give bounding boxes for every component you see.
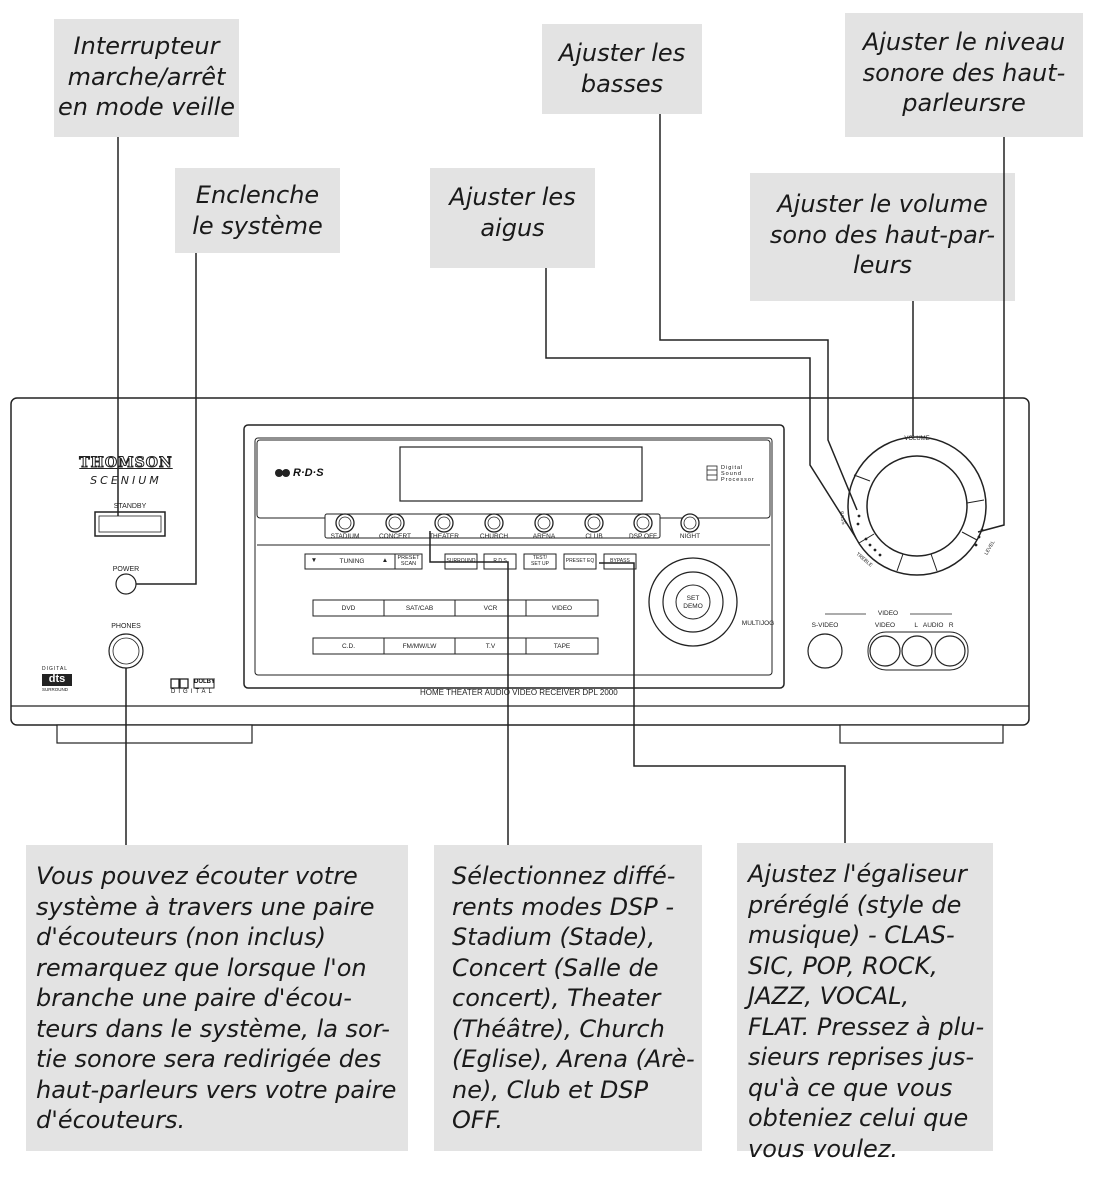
source-cd: C.D. [342, 643, 355, 650]
brand-logo: THOMSON [79, 455, 173, 472]
video-jack-label: VIDEO [874, 622, 896, 629]
callout-standby-text: Interrupteur marche/arrêt en mode veille [57, 32, 236, 121]
standby-button [94, 511, 166, 537]
phones-jack [108, 633, 144, 669]
callout-dsp: Sélectionnez diffé- rents modes DSP - St… [434, 845, 702, 1151]
model-text: HOME THEATER AUDIO VIDEO RECEIVER DPL 20… [420, 688, 618, 697]
source-tape: TAPE [553, 643, 571, 650]
dsp-label-stadium: STADIUM [330, 533, 360, 540]
night-label: NIGHT [679, 533, 701, 540]
dts-logo: dts [48, 673, 66, 685]
dsp-logo-line-2: Sound [721, 471, 742, 477]
power-label: POWER [112, 566, 140, 573]
callout-phones-text: Vous pouvez écouter votre système à trav… [36, 862, 397, 1134]
dsp-logo-icon [706, 465, 718, 481]
preset-eq-button [563, 553, 597, 570]
bypass-button [603, 553, 637, 570]
leader-preset-eq [599, 562, 846, 843]
callout-bass-text: Ajuster les basses [558, 39, 686, 98]
dsp-label-arena: ARENA [532, 533, 556, 540]
power-button [115, 573, 137, 595]
audio-label: L AUDIO R [914, 622, 954, 629]
leader-level [977, 137, 1005, 533]
rds-label: R.D.S [493, 558, 507, 564]
dsp-label-theater: THEATER [429, 533, 459, 540]
callout-speaker-level-text: Ajuster le niveau sonore des haut- parle… [862, 28, 1066, 117]
bypass-label: BYPASS [610, 558, 630, 564]
tuning-label: TUNING [339, 558, 365, 565]
dolby-logo: DOLBY [194, 679, 215, 685]
rds-logo-icon [275, 469, 290, 477]
test-setup-button [523, 553, 557, 570]
dts-logo-box [42, 674, 72, 686]
audio-right-jack [934, 635, 966, 667]
callout-volume-text: Ajuster le volume sono des haut-par- leu… [769, 190, 996, 279]
preset-eq-label: PRESET EQ [565, 558, 595, 564]
leader-power [136, 253, 197, 585]
volume-label: VOLUME [904, 436, 930, 442]
preset-scan-label: PRESET SCAN [397, 555, 420, 567]
standby-label: STANDBY [113, 503, 147, 510]
video-jack [869, 635, 901, 667]
dsp-buttons-group [335, 513, 653, 533]
callout-treble: Ajuster les aigus [430, 168, 595, 268]
multijog-label: MULTIJOG [741, 620, 775, 627]
leader-dsp [429, 531, 509, 845]
callout-dsp-text: Sélectionnez diffé- rents modes DSP - St… [452, 862, 695, 1134]
set-demo-label: SET DEMO [683, 595, 703, 610]
source-vcr: VCR [483, 605, 498, 612]
callout-bass: Ajuster les basses [542, 24, 702, 114]
callout-preset-eq-text: Ajustez l'égaliseur préréglé (style de m… [748, 860, 985, 1163]
leader-bass [659, 114, 858, 511]
right-foot [839, 724, 1004, 744]
source-sat-cab: SAT/CAB [405, 605, 434, 612]
tuning-up-icon: ▲ [381, 557, 389, 564]
callout-volume: Ajuster le volume sono des haut-par- leu… [750, 173, 1015, 301]
source-dvd: DVD [341, 605, 356, 612]
phones-label: PHONES [111, 623, 141, 630]
dolby-bottom-label: DIGITAL [171, 689, 215, 695]
leader-lines [117, 114, 1005, 845]
preset-scan-button [394, 553, 423, 570]
test-setup-label: TEST/ SET UP [531, 555, 549, 567]
tuning-down-icon: ▼ [310, 557, 318, 564]
surround-label: SURROUND [446, 558, 476, 564]
dsp-label-club: CLUB [585, 533, 603, 540]
dts-top-label: DIGITAL [42, 666, 69, 672]
callout-standby: Interrupteur marche/arrêt en mode veille [54, 19, 239, 137]
svideo-jack [807, 633, 843, 669]
display-screen [399, 446, 643, 502]
dsp-label-dspoff: DSP OFF [628, 533, 658, 540]
dts-bottom-label: SURROUND [42, 687, 69, 692]
callout-power: Enclenche le système [175, 168, 340, 253]
source-video: VIDEO [551, 605, 573, 612]
dsp-logo-line-3: Processor [721, 477, 755, 483]
set-demo-button [675, 584, 711, 620]
video-group-label: VIDEO [877, 610, 899, 617]
callout-treble-text: Ajuster les aigus [449, 183, 576, 242]
dsp-label-church: CHURCH [479, 533, 509, 540]
rds-logo: R·D·S [293, 467, 324, 479]
left-foot [56, 724, 253, 744]
dolby-logo-box [193, 678, 215, 689]
callout-speaker-level: Ajuster le niveau sonore des haut- parle… [845, 13, 1083, 137]
dolby-double-d-icon [170, 678, 189, 689]
svideo-label: S-VIDEO [811, 622, 839, 629]
callout-preset-eq: Ajustez l'égaliseur préréglé (style de m… [737, 843, 993, 1163]
leader-treble [545, 268, 857, 539]
source-fm-mw-lw: FM/MW/LW [402, 643, 437, 650]
dsp-logo-line-1: Digital [721, 465, 744, 471]
series-logo: SCENIUM [90, 474, 162, 487]
dsp-label-concert: CONCERT [378, 533, 412, 540]
volume-knob [866, 455, 968, 557]
audio-left-jack [901, 635, 933, 667]
callout-phones: Vous pouvez écouter votre système à trav… [26, 845, 408, 1151]
callout-power-text: Enclenche le système [192, 181, 323, 240]
source-tv: T.V [485, 643, 496, 650]
